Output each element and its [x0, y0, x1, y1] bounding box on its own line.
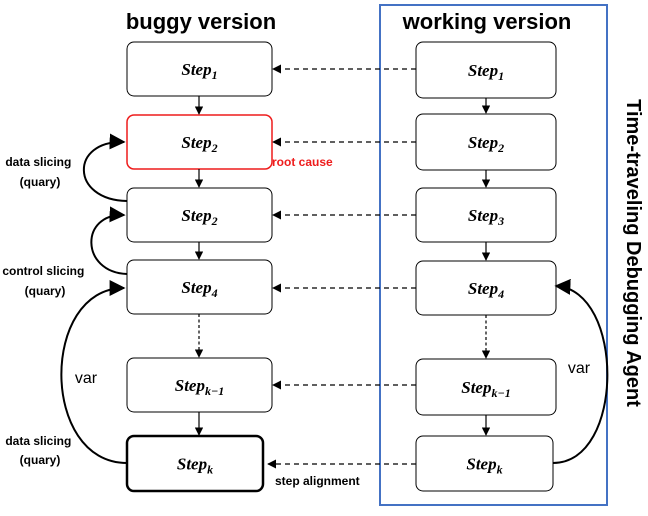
data-slicing-bottom-line-2: (quary) [20, 453, 61, 467]
data-slicing-bottom-line-1: data slicing [5, 434, 71, 448]
step-label: Stepk−1 [461, 378, 511, 400]
working-step-box-6: Stepk [415, 435, 554, 492]
step-label-subscript: 2 [211, 214, 218, 228]
control-slicing-line-2: (quary) [25, 284, 66, 298]
buggy-step-box-1: Step1 [126, 41, 273, 97]
step-label: Step4 [181, 278, 217, 300]
step-label-base: Step [181, 133, 211, 152]
step-label: Step2 [181, 133, 217, 155]
alignment-arrows [267, 64, 416, 469]
buggy-step-box-6: Stepk [125, 434, 265, 493]
buggy-version-header: buggy version [126, 9, 276, 34]
step-label: Step2 [181, 206, 217, 228]
working-version-header: working version [402, 9, 572, 34]
root-cause-label: root cause [272, 155, 333, 169]
data-slicing-arrow-bottom [60, 280, 128, 464]
step-label-base: Step [175, 376, 205, 395]
buggy-step-box-3: Step2 [126, 187, 273, 243]
step-label: Step1 [468, 61, 504, 83]
data-slicing-line-2: (quary) [20, 175, 61, 189]
step-label-base: Step [468, 133, 498, 152]
step-label: Step3 [468, 206, 504, 228]
step-label-subscript: 3 [497, 214, 504, 228]
step-label-base: Step [461, 378, 491, 397]
data-slicing-label-bottom: data slicing (quary) [5, 434, 74, 467]
step-label-subscript: k [207, 463, 213, 477]
step-label-base: Step [181, 60, 211, 79]
step-label: Step2 [468, 133, 504, 155]
working-step-box-2: Step2 [415, 113, 557, 171]
step-label: Step1 [181, 60, 217, 82]
var-label-right: var [568, 360, 591, 377]
step-label-base: Step [468, 279, 498, 298]
data-slicing-arrow-top [82, 133, 128, 202]
step-label: Stepk [466, 455, 502, 477]
control-slicing-arrow [90, 206, 128, 275]
step-label-base: Step [181, 206, 211, 225]
working-step-box-4: Step4 [415, 260, 557, 316]
step-label-base: Step [468, 61, 498, 80]
step-label: Stepk−1 [175, 376, 225, 398]
buggy-step-box-4: Step4 [126, 259, 273, 315]
var-label-left: var [75, 370, 98, 387]
working-step-box-1: Step1 [415, 41, 557, 99]
step-label-subscript: k−1 [491, 386, 510, 400]
step-label-base: Step [181, 278, 211, 297]
step-label-subscript: k−1 [205, 384, 224, 398]
data-slicing-label-top: data slicing (quary) [5, 155, 74, 189]
working-version-frame [379, 4, 608, 506]
buggy-step-box-5: Stepk−1 [126, 357, 273, 413]
step-label-base: Step [468, 206, 498, 225]
data-slicing-line-1: data slicing [5, 155, 71, 169]
var-arrow-right [552, 278, 609, 464]
step-label: Step4 [468, 279, 504, 301]
step-label-subscript: 2 [497, 141, 504, 155]
control-slicing-label: control slicing (quary) [2, 264, 87, 298]
step-label-subscript: 4 [497, 287, 504, 301]
working-step-box-5: Stepk−1 [415, 358, 557, 416]
step-label-subscript: 1 [212, 68, 218, 82]
step-label-subscript: 2 [211, 141, 218, 155]
slicing-arrows [60, 133, 609, 464]
side-title: Time-traveling Debugging Agent [622, 99, 644, 407]
step-label-subscript: k [497, 463, 503, 477]
step-label-subscript: 4 [211, 286, 218, 300]
step-label-base: Step [177, 455, 207, 474]
step-label-subscript: 1 [498, 69, 504, 83]
step-label: Stepk [177, 455, 213, 477]
step-alignment-label: step alignment [275, 474, 360, 488]
buggy-step-box-2: Step2 [126, 114, 273, 170]
control-slicing-line-1: control slicing [2, 264, 84, 278]
step-label-base: Step [466, 455, 496, 474]
working-step-box-3: Step3 [415, 187, 557, 243]
